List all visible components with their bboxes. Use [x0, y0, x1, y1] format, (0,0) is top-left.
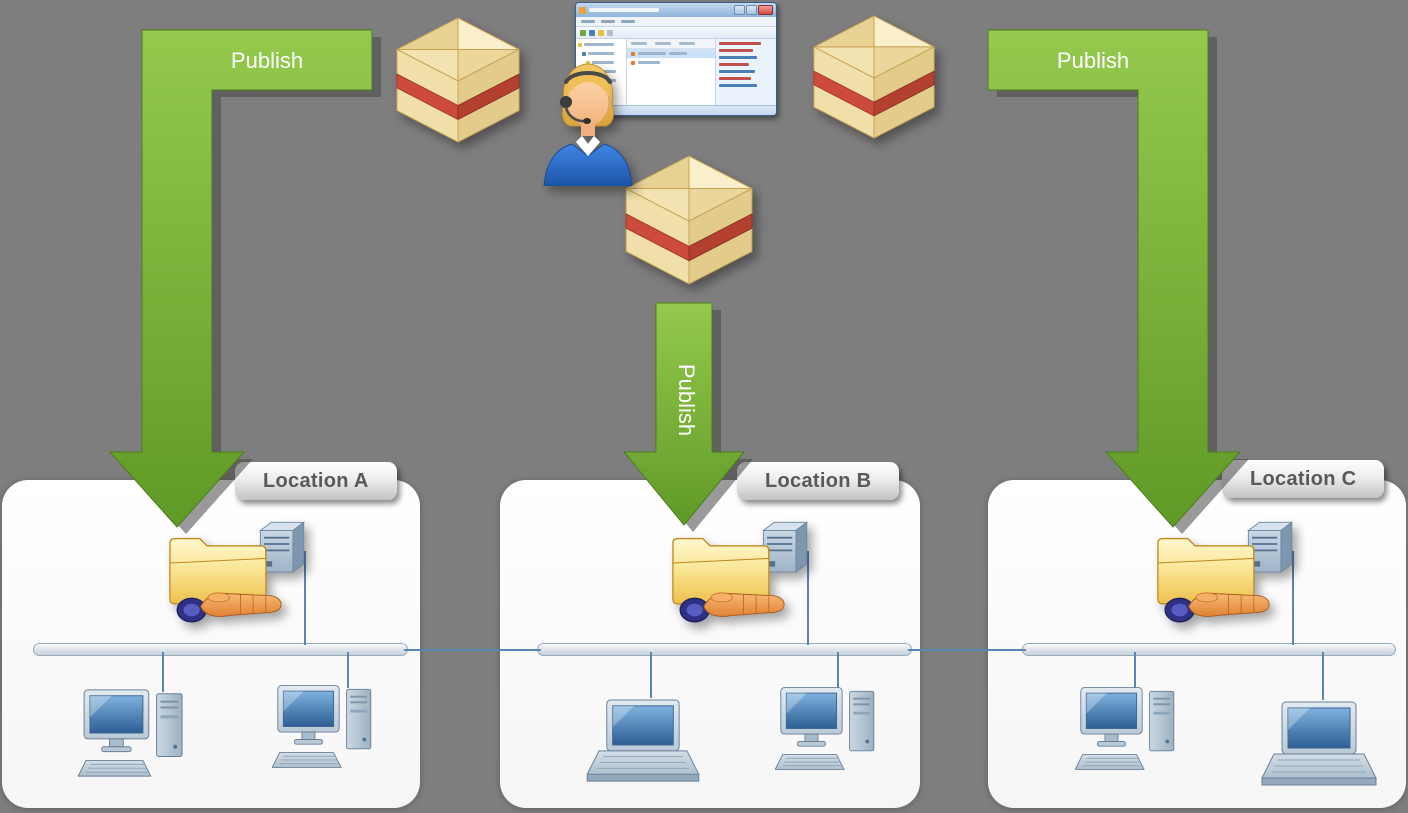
list-row — [627, 58, 715, 67]
console-list-pane — [627, 39, 715, 105]
publish-arrow-left: Publish — [108, 29, 381, 534]
location-c-label: Location C — [1222, 460, 1385, 498]
toolbar-icon — [607, 29, 613, 36]
action-link-placeholder — [719, 42, 761, 45]
client-network-line — [650, 652, 652, 698]
inter-site-link-bc — [908, 649, 1026, 651]
column-header-placeholder — [679, 42, 695, 45]
menu-item-placeholder — [581, 20, 595, 23]
location-b-label-text: Location B — [765, 469, 872, 492]
tree-node — [582, 51, 624, 56]
action-link-placeholder — [719, 56, 757, 59]
close-button — [758, 5, 773, 15]
cell-text-placeholder — [669, 52, 687, 55]
console-menubar — [576, 17, 776, 27]
publish-arrow-right: Publish — [987, 29, 1249, 534]
location-a-label: Location A — [235, 462, 397, 500]
network-bus-a — [33, 643, 408, 656]
console-titlebar — [576, 3, 776, 17]
menu-item-placeholder — [601, 20, 615, 23]
tree-text-placeholder — [592, 61, 614, 64]
toolbar-icon — [598, 29, 604, 36]
column-header-placeholder — [655, 42, 671, 45]
desktop-computer-icon — [775, 682, 887, 775]
tree-node — [578, 42, 624, 47]
desktop-computer-icon — [272, 680, 384, 773]
minimize-button — [734, 5, 745, 15]
network-bus-b — [537, 643, 912, 656]
shared-folder-server-icon — [1138, 516, 1328, 629]
toolbar-icon — [580, 29, 586, 36]
node-icon — [582, 51, 586, 56]
client-network-line — [1322, 652, 1324, 700]
console-actions-pane — [715, 39, 776, 105]
action-link-placeholder — [719, 70, 755, 73]
console-toolbar — [576, 27, 776, 39]
toolbar-icon — [589, 29, 595, 36]
cell-text-placeholder — [638, 52, 666, 55]
shared-folder-server-icon — [150, 516, 340, 629]
location-a-label-text: Location A — [263, 469, 369, 492]
package-icon — [631, 60, 635, 65]
server-network-line — [1292, 551, 1294, 645]
shared-folder-server-icon — [653, 516, 843, 629]
console-window-buttons — [734, 5, 773, 15]
maximize-button — [746, 5, 757, 15]
action-link-placeholder — [719, 63, 749, 66]
client-network-line — [837, 652, 839, 690]
action-link-placeholder — [719, 84, 757, 87]
laptop-computer-icon — [1258, 700, 1378, 792]
menu-item-placeholder — [621, 20, 635, 23]
laptop-computer-icon — [583, 698, 701, 788]
software-package-icon — [393, 14, 523, 144]
list-column-headers — [627, 39, 715, 49]
publish-label-middle: Publish — [674, 364, 699, 436]
console-app-icon — [579, 6, 586, 14]
tree-text-placeholder — [588, 52, 614, 55]
cell-text-placeholder — [638, 61, 660, 64]
server-network-line — [807, 551, 809, 645]
admin-user-icon — [536, 58, 640, 186]
column-header-placeholder — [631, 42, 647, 45]
network-bus-c — [1022, 643, 1396, 656]
package-icon — [631, 51, 635, 56]
folder-icon — [578, 42, 582, 47]
software-package-icon — [810, 12, 938, 140]
tree-node — [586, 60, 624, 65]
server-network-line — [304, 551, 306, 645]
client-network-line — [1134, 652, 1136, 690]
action-link-placeholder — [719, 77, 751, 80]
console-title-text-placeholder — [589, 8, 659, 12]
folder-icon — [586, 60, 590, 65]
software-package-icon — [622, 152, 756, 286]
tree-text-placeholder — [584, 43, 614, 46]
action-link-placeholder — [719, 49, 753, 52]
publish-label-right: Publish — [1057, 48, 1129, 73]
list-row-selected — [627, 49, 715, 58]
desktop-computer-icon — [1075, 682, 1187, 775]
location-b-label: Location B — [737, 462, 900, 500]
location-c-label-text: Location C — [1250, 467, 1357, 490]
client-network-line — [347, 652, 349, 688]
desktop-computer-icon — [78, 684, 196, 782]
console-statusbar — [576, 105, 776, 115]
inter-site-link-ab — [404, 649, 541, 651]
client-network-line — [162, 652, 164, 692]
publish-label-left: Publish — [231, 48, 303, 73]
